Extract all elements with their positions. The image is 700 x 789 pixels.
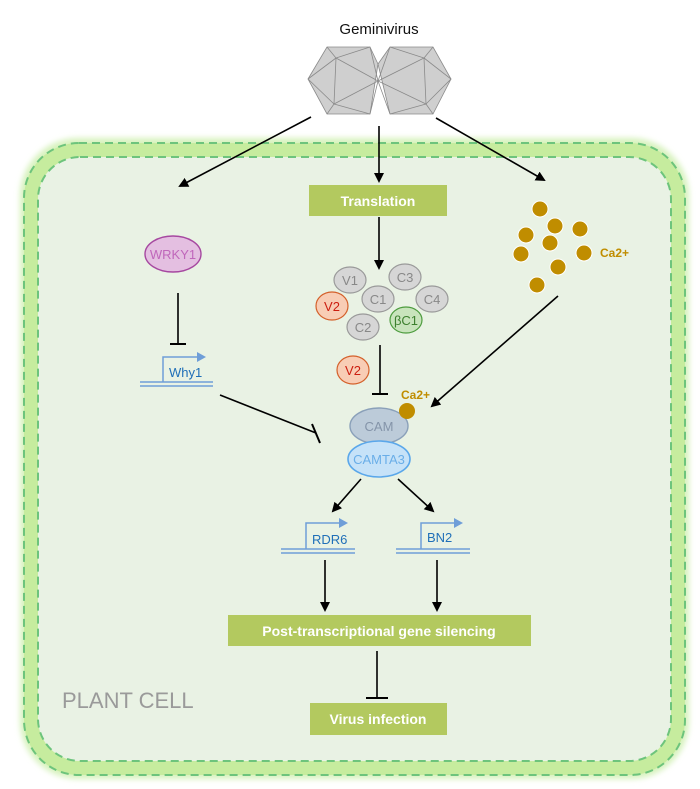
- geminivirus-label: Geminivirus: [339, 21, 418, 38]
- calcium-ions: [512, 200, 593, 294]
- virus-infection-box-bg: [310, 703, 447, 735]
- geminivirus-particle-icon: [307, 46, 452, 115]
- inhibit-why1-bar: [311, 423, 321, 444]
- gene-rdr6-label: RDR6: [312, 532, 347, 547]
- gene-bn2: BN2: [396, 518, 470, 554]
- svg-text:C3: C3: [397, 270, 414, 285]
- svg-text:βC1: βC1: [394, 313, 418, 328]
- gene-bn2-label: BN2: [427, 530, 452, 545]
- virus-infection-box: Virus infection: [310, 703, 447, 735]
- translation-label: Translation: [341, 193, 416, 209]
- gene-why1-label: Why1: [169, 365, 202, 380]
- svg-text:V2: V2: [345, 363, 361, 378]
- arrow-virus-to-wrky1: [178, 116, 312, 187]
- promoter-arrow-icon: [454, 518, 463, 528]
- gene-why1: Why1: [140, 352, 213, 387]
- calcium-cluster-label: Ca2+: [600, 246, 629, 260]
- bound-calcium: [399, 403, 415, 419]
- svg-text:V1: V1: [342, 273, 358, 288]
- svg-text:C1: C1: [370, 292, 387, 307]
- svg-text:V2: V2: [324, 299, 340, 314]
- gene-rdr6: RDR6: [281, 518, 355, 554]
- protein-wrky1: WRKY1: [144, 235, 202, 273]
- svg-text:WRKY1: WRKY1: [150, 247, 196, 262]
- arrow-camta3-to-rdr6: [331, 478, 362, 513]
- svg-text:C2: C2: [355, 320, 372, 335]
- promoter-arrow-icon: [197, 352, 206, 362]
- ptgs-label: Post-transcriptional gene silencing: [262, 623, 495, 639]
- bound-calcium-label: Ca2+: [401, 388, 430, 402]
- promoter-arrow-icon: [339, 518, 348, 528]
- translation-box: Translation: [309, 185, 447, 216]
- arrow-calcium-to-cam: [430, 295, 559, 408]
- svg-text:CAMTA3: CAMTA3: [353, 452, 405, 467]
- viral-proteins: V1 C3 V2 C1 C4 C2 βC1 V2: [315, 263, 449, 385]
- ptgs-box-bg: [228, 615, 531, 646]
- protein-v1: V1: [333, 266, 367, 294]
- protein-c3: C3: [388, 263, 422, 291]
- plant-cell-label: PLANT CELL: [62, 688, 194, 713]
- protein-c1: C1: [361, 285, 395, 313]
- protein-camta3: [347, 440, 411, 478]
- virus-infection-label: Virus infection: [330, 711, 427, 727]
- protein-v2-free: V2: [336, 355, 370, 385]
- cam-camta3-complex: CAM CAMTA3 Ca2+: [347, 388, 430, 478]
- geminivirus: Geminivirus: [307, 21, 452, 115]
- protein-c4: C4: [415, 285, 449, 313]
- translation-box-bg: [309, 185, 447, 216]
- protein-betac1: βC1: [389, 306, 423, 334]
- svg-text:CAM: CAM: [365, 419, 394, 434]
- ptgs-box: Post-transcriptional gene silencing: [228, 615, 531, 646]
- svg-text:C4: C4: [424, 292, 441, 307]
- arrow-virus-to-calcium: [435, 117, 546, 181]
- arrow-camta3-to-bn2: [397, 478, 435, 513]
- protein-c2: C2: [346, 313, 380, 341]
- protein-v2: V2: [315, 291, 349, 321]
- inhibit-why1-to-cam: [219, 394, 317, 434]
